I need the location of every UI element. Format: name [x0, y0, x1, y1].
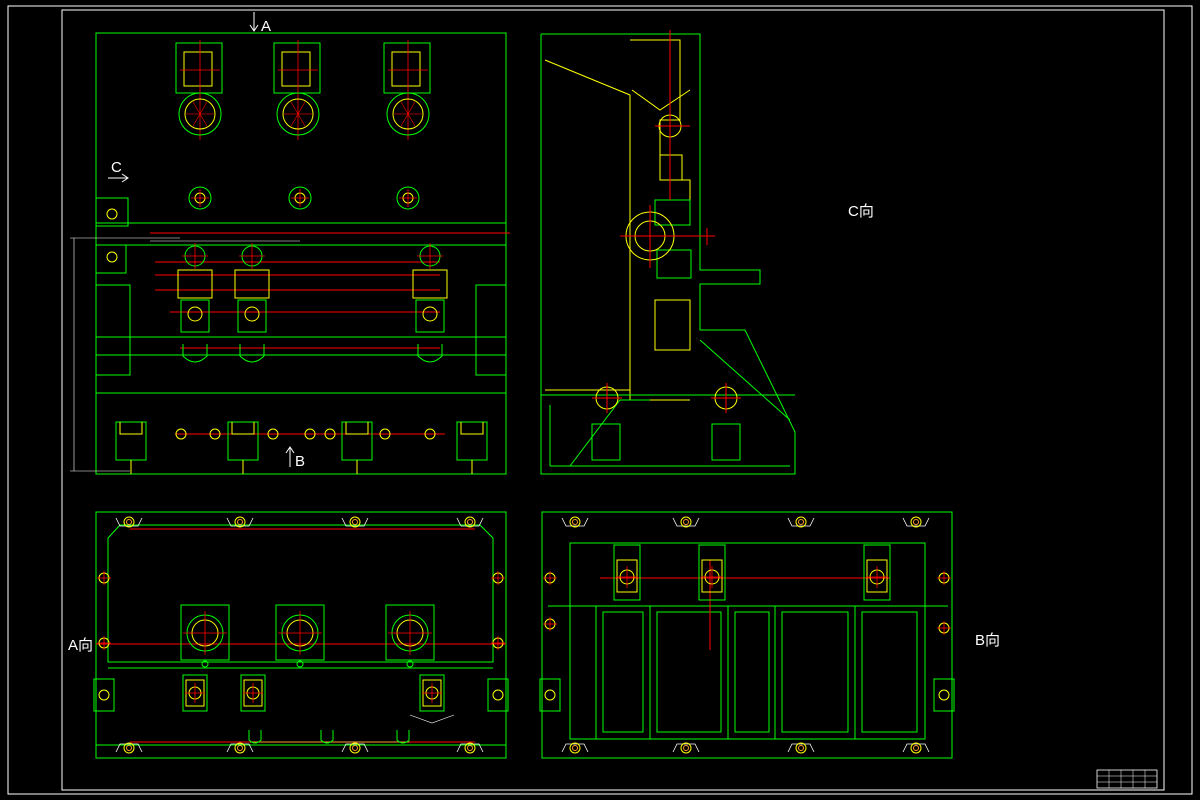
front-base-feet [115, 421, 488, 474]
guide-lug [417, 344, 443, 363]
a-view-guide-block [182, 674, 208, 712]
mounting-lug [226, 517, 254, 527]
mounting-hole [569, 516, 581, 528]
mounting-lug [456, 743, 484, 753]
mounting-lug [561, 743, 589, 753]
side-guide [487, 678, 509, 712]
guide-block [177, 269, 213, 299]
base-hole [324, 428, 336, 440]
mounting-lug [902, 743, 930, 753]
mounting-hole [123, 742, 135, 754]
bore-outer [178, 92, 222, 136]
b-view-label: B向 [975, 632, 1000, 649]
base-hole [379, 428, 391, 440]
a-view-guide-block [240, 674, 266, 712]
mounting-lug [341, 743, 369, 753]
mounting-hole [349, 516, 361, 528]
mounting-hole [234, 742, 246, 754]
a-view-label: A向 [68, 637, 93, 654]
side-guide [933, 678, 955, 712]
guide-lug [182, 344, 208, 363]
bolt-boss [288, 186, 312, 210]
view-arrow-a-label: A [261, 18, 271, 35]
base-hole [424, 428, 436, 440]
view-arrow-c: C [108, 159, 129, 183]
mounting-lug [341, 517, 369, 527]
mounting-hole [680, 742, 692, 754]
mounting-hole [464, 742, 476, 754]
mounting-lug [115, 517, 143, 527]
side-view-label: C向 [848, 203, 874, 220]
view-arrow-b: B [285, 446, 305, 470]
b-view-outline [541, 511, 953, 759]
mounting-lug [672, 517, 700, 527]
side-guide [93, 678, 115, 712]
mounting-hole [569, 742, 581, 754]
mounting-hole [123, 516, 135, 528]
side-view: C向 [540, 30, 874, 475]
b-view-guide-block [613, 544, 641, 601]
a-view-lug [320, 730, 334, 744]
bolt-boss [188, 186, 212, 210]
view-arrow-a: A [249, 12, 271, 35]
front-bearing-blocks [175, 40, 431, 140]
view-arrow-b-label: B [295, 453, 305, 470]
mounting-hole [464, 516, 476, 528]
guide-lug [239, 344, 265, 363]
view-arrow-c-label: C [111, 159, 122, 176]
mounting-hole [795, 516, 807, 528]
mounting-hole [795, 742, 807, 754]
bore-inner [184, 98, 216, 130]
front-guide-assemblies [177, 243, 448, 363]
mounting-lug [672, 743, 700, 753]
a-view-outline [95, 511, 507, 759]
a-view-housing [180, 604, 230, 661]
a-view-housing [275, 604, 325, 661]
side-guide [539, 678, 561, 712]
bore-inner [392, 98, 424, 130]
b-view: B向 [541, 511, 1000, 759]
bore-outer [386, 92, 430, 136]
a-view-guide-block [419, 674, 445, 712]
guide-block [412, 269, 448, 299]
mounting-hole [234, 516, 246, 528]
a-view-lug [396, 730, 410, 744]
drawing-frame [61, 9, 1165, 791]
mounting-hole [349, 742, 361, 754]
mounting-lug [787, 743, 815, 753]
guide-slide [180, 299, 210, 333]
bolt-boss [396, 186, 420, 210]
mounting-lug [456, 517, 484, 527]
front-view [70, 32, 510, 475]
mounting-lug [787, 517, 815, 527]
mounting-hole [910, 516, 922, 528]
front-bolt-holes [188, 186, 420, 210]
b-view-guide-block [863, 544, 891, 601]
mounting-lug [902, 517, 930, 527]
mounting-hole [680, 516, 692, 528]
guide-slide [237, 299, 267, 333]
title-block [1096, 769, 1158, 789]
mounting-lug [226, 743, 254, 753]
a-view-lug [248, 730, 262, 744]
mounting-lug [561, 517, 589, 527]
base-hole [267, 428, 279, 440]
mounting-hole [910, 742, 922, 754]
bore-inner [282, 98, 314, 130]
b-view-guide-block [698, 544, 726, 601]
base-hole [304, 428, 316, 440]
a-view: A向 [68, 511, 507, 759]
base-hole [175, 428, 187, 440]
bore-outer [276, 92, 320, 136]
sheet-border [7, 5, 1193, 795]
plate-features [93, 516, 955, 754]
base-hole [209, 428, 221, 440]
mounting-lug [115, 743, 143, 753]
a-view-housing [385, 604, 435, 661]
guide-slide [415, 299, 445, 333]
guide-block [234, 269, 270, 299]
